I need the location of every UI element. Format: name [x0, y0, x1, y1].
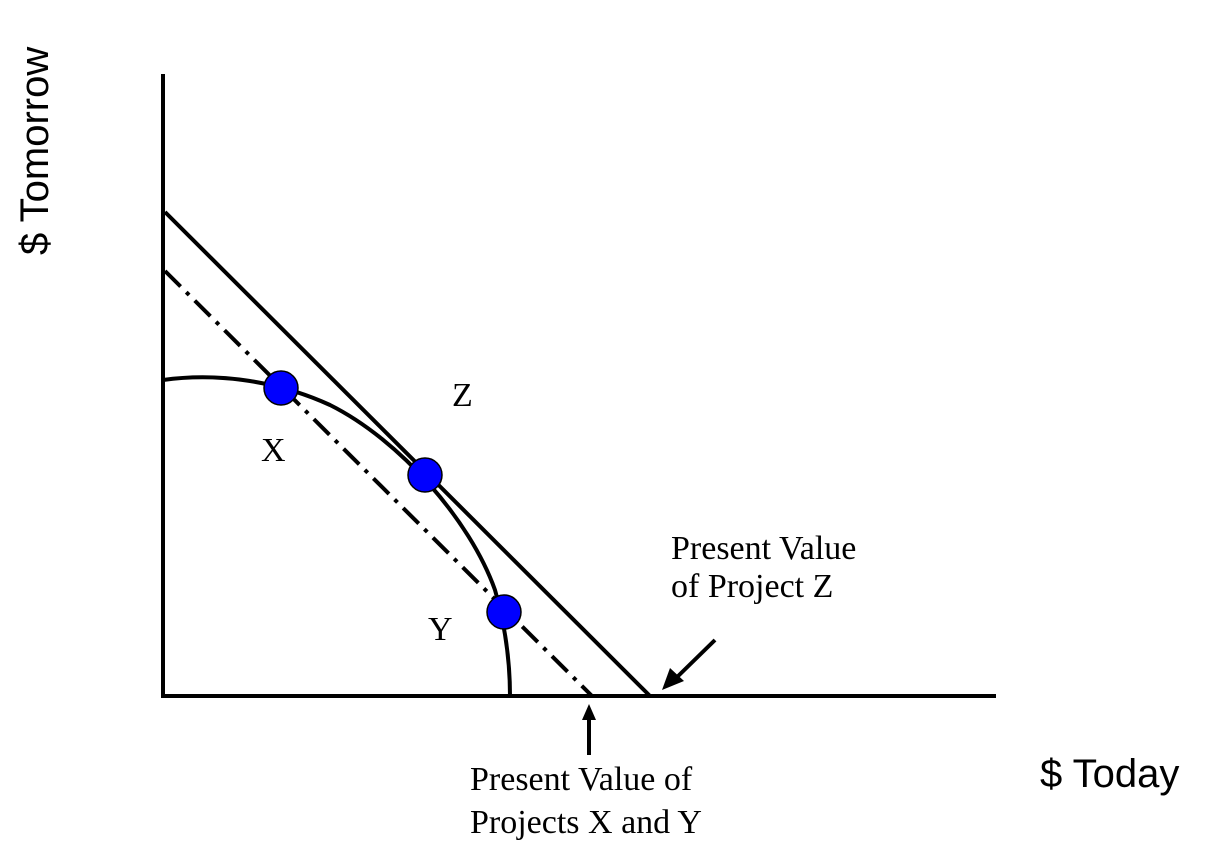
pv-xy-arrow-head: [582, 704, 596, 720]
x-axis-label: $ Today: [1040, 752, 1179, 796]
point-y-marker: [486, 594, 522, 630]
y-axis-label: $ Tomorrow: [13, 47, 57, 255]
production-frontier-curve: [162, 375, 512, 697]
pv-z-arrow-shaft: [670, 638, 717, 684]
pv-xy-label-line1: Present Value of: [470, 761, 693, 798]
project-z-pv-line: [163, 210, 652, 698]
point-x-label: X: [261, 432, 286, 469]
pv-z-label-line2: of Project Z: [671, 568, 833, 605]
pv-z-arrow-head: [662, 668, 684, 690]
point-z-marker: [407, 457, 443, 493]
pv-z-label-line1: Present Value: [671, 530, 856, 567]
projects-xy-pv-line: [163, 269, 594, 698]
point-z-label: Z: [452, 377, 473, 414]
point-x-marker: [263, 370, 299, 406]
point-y-label: Y: [428, 611, 453, 648]
pv-xy-label-line2: Projects X and Y: [470, 804, 702, 841]
